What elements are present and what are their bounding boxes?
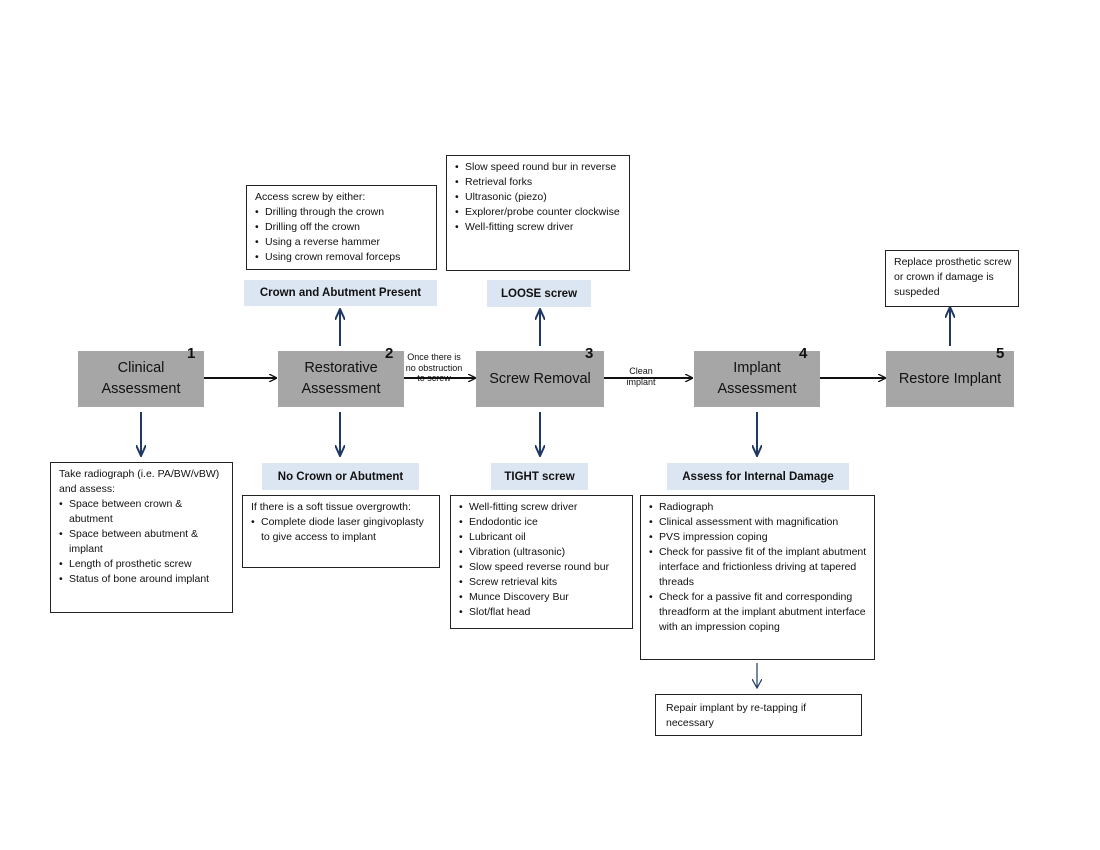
box-soft-tissue: If there is a soft tissue overgrowth: Co… bbox=[242, 495, 440, 568]
bullet-list: Well-fitting screw driver Endodontic ice… bbox=[459, 500, 626, 620]
step-number: 2 bbox=[385, 345, 394, 362]
label-crown-present: Crown and Abutment Present bbox=[244, 280, 437, 306]
list-item: Slot/flat head bbox=[459, 605, 626, 620]
step-label: Implant Assessment bbox=[717, 360, 797, 397]
list-item: Slow speed round bur in reverse bbox=[455, 160, 623, 175]
list-item: Drilling through the crown bbox=[255, 205, 430, 220]
step-label: Screw Removal bbox=[489, 370, 591, 387]
box-text: Repair implant by re-tapping if necessar… bbox=[666, 702, 807, 729]
step-number: 3 bbox=[585, 345, 594, 362]
list-item: Well-fitting screw driver bbox=[459, 500, 626, 515]
box-repair-implant: Repair implant by re-tapping if necessar… bbox=[655, 694, 862, 736]
bullet-list: Radiograph Clinical assessment with magn… bbox=[649, 500, 868, 635]
list-item: Using a reverse hammer bbox=[255, 235, 430, 250]
bullet-list: Drilling through the crown Drilling off … bbox=[255, 205, 430, 265]
step-restore-implant: Restore Implant bbox=[886, 351, 1014, 407]
label-tight-screw: TIGHT screw bbox=[491, 463, 588, 490]
list-item: Well-fitting screw driver bbox=[455, 220, 623, 235]
connector-text-clean-implant: Clean implant bbox=[626, 366, 656, 387]
list-item: Status of bone around implant bbox=[59, 572, 226, 587]
list-item: Vibration (ultrasonic) bbox=[459, 545, 626, 560]
box-loose-screw-options: Slow speed round bur in reverse Retrieva… bbox=[446, 155, 630, 271]
label-loose-screw: LOOSE screw bbox=[487, 280, 591, 307]
step-number: 1 bbox=[187, 345, 196, 362]
box-access-screw: Access screw by either: Drilling through… bbox=[246, 185, 437, 270]
list-item: PVS impression coping bbox=[649, 530, 868, 545]
list-item: Length of prosthetic screw bbox=[59, 557, 226, 572]
box-radiograph: Take radiograph (i.e. PA/BW/vBW) and ass… bbox=[50, 462, 233, 613]
list-item: Slow speed reverse round bur bbox=[459, 560, 626, 575]
list-item: Complete diode laser gingivoplasty to gi… bbox=[251, 515, 433, 545]
step-restorative-assessment: Restorative Assessment bbox=[278, 351, 404, 407]
list-item: Radiograph bbox=[649, 500, 868, 515]
list-item: Ultrasonic (piezo) bbox=[455, 190, 623, 205]
box-text: Replace prosthetic screw or crown if dam… bbox=[894, 256, 1012, 298]
label-no-crown: No Crown or Abutment bbox=[262, 463, 419, 490]
box-replace-prosthetic: Replace prosthetic screw or crown if dam… bbox=[885, 250, 1019, 307]
list-item: Explorer/probe counter clockwise bbox=[455, 205, 623, 220]
list-item: Space between crown & abutment bbox=[59, 497, 226, 527]
list-item: Retrieval forks bbox=[455, 175, 623, 190]
box-intro: If there is a soft tissue overgrowth: bbox=[251, 501, 411, 513]
box-intro: Take radiograph (i.e. PA/BW/vBW) and ass… bbox=[59, 468, 220, 495]
list-item: Check for a passive fit and correspondin… bbox=[649, 590, 868, 635]
step-label: Restore Implant bbox=[898, 370, 1002, 387]
step-screw-removal: Screw Removal bbox=[476, 351, 604, 407]
step-number: 5 bbox=[996, 345, 1005, 362]
bullet-list: Complete diode laser gingivoplasty to gi… bbox=[251, 515, 433, 545]
box-tight-screw-options: Well-fitting screw driver Endodontic ice… bbox=[450, 495, 633, 629]
bullet-list: Slow speed round bur in reverse Retrieva… bbox=[455, 160, 623, 235]
list-item: Check for passive fit of the implant abu… bbox=[649, 545, 868, 590]
list-item: Clinical assessment with magnification bbox=[649, 515, 868, 530]
step-implant-assessment: Implant Assessment bbox=[694, 351, 820, 407]
list-item: Endodontic ice bbox=[459, 515, 626, 530]
step-number: 4 bbox=[799, 345, 808, 362]
step-label: Restorative Assessment bbox=[301, 360, 381, 397]
box-intro: Access screw by either: bbox=[255, 191, 366, 203]
step-label: Clinical Assessment bbox=[101, 360, 181, 397]
label-internal-damage: Assess for Internal Damage bbox=[667, 463, 849, 490]
bullet-list: Space between crown & abutment Space bet… bbox=[59, 497, 226, 587]
list-item: Drilling off the crown bbox=[255, 220, 430, 235]
list-item: Space between abutment & implant bbox=[59, 527, 226, 557]
list-item: Munce Discovery Bur bbox=[459, 590, 626, 605]
list-item: Lubricant oil bbox=[459, 530, 626, 545]
list-item: Using crown removal forceps bbox=[255, 250, 430, 265]
step-clinical-assessment: Clinical Assessment bbox=[78, 351, 204, 407]
connector-text-no-obstruction: Once there is no obstruction to screw bbox=[405, 352, 463, 383]
box-internal-damage: Radiograph Clinical assessment with magn… bbox=[640, 495, 875, 660]
list-item: Screw retrieval kits bbox=[459, 575, 626, 590]
